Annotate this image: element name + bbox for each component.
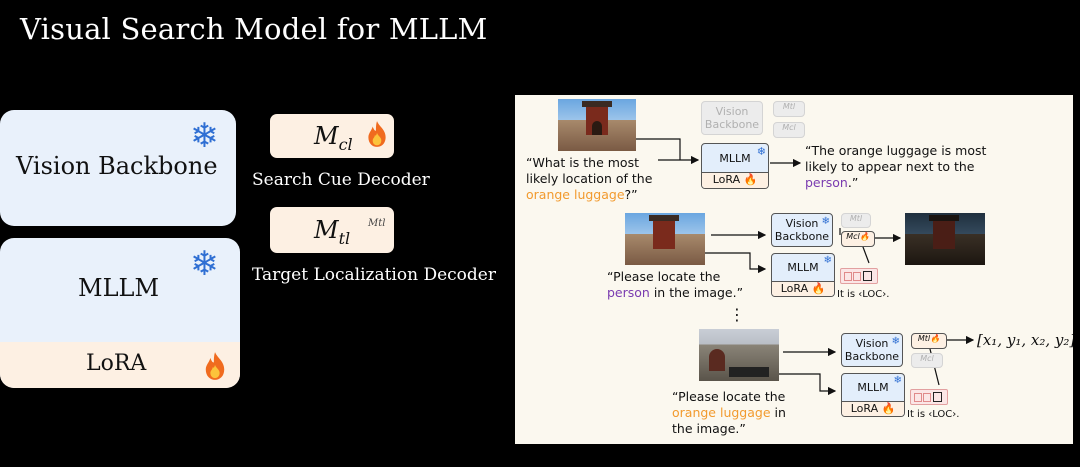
- lora-label: LoRA: [86, 351, 147, 376]
- lora-strip: LoRA 🔥: [842, 401, 904, 416]
- scene-photo-1: [558, 99, 636, 151]
- search-cue-decoder-block: Mcl: [270, 114, 394, 158]
- question-1: “What is the most likely location of the…: [526, 155, 653, 202]
- question-2: “Please locate the person in the image.”: [607, 269, 744, 300]
- answer-1: “The orange luggage is most likely to ap…: [805, 143, 987, 190]
- continuation-dots: ⋮: [729, 305, 745, 324]
- snowflake-icon: ❄: [190, 244, 219, 284]
- target-localization-decoder-block: Mtl Mtl: [270, 207, 394, 253]
- loc-text-3: It is ‹LOC›.: [907, 409, 960, 420]
- bbox-coordinates: [x₁, y₁, x₂, y₂]: [977, 331, 1073, 349]
- fire-icon: [205, 352, 225, 380]
- ghost-mcl-3: Mcl: [911, 353, 943, 368]
- vision-backbone-block: Vision Backbone ❄: [0, 110, 236, 226]
- page-title: Visual Search Model for MLLM: [20, 12, 488, 46]
- fire-icon: [368, 121, 386, 147]
- lora-block: LoRA: [0, 342, 240, 388]
- mllm-module-2: MLLM ❄ LoRA 🔥: [771, 253, 835, 297]
- snowflake-icon: ❄: [823, 255, 832, 266]
- snowflake-icon: ❄: [893, 375, 902, 386]
- lora-strip: LoRA 🔥: [772, 281, 834, 296]
- snowflake-icon: ❄: [756, 145, 766, 158]
- snowflake-icon: ❄: [190, 116, 219, 156]
- tl-decoder-mark: Mtl: [368, 218, 386, 229]
- ghost-mtl-2: Mtl: [841, 213, 871, 228]
- loc-text-2: It is ‹LOC›.: [837, 289, 890, 300]
- mcl-module-2: Mcl🔥: [841, 231, 875, 247]
- mtl-module-3: Mtl🔥: [911, 333, 947, 349]
- loc-tokens-2: [840, 268, 878, 284]
- mllm-block: MLLM ❄ LoRA: [0, 238, 240, 388]
- question-3: “Please locate the orange luggage in the…: [672, 389, 786, 436]
- scene-photo-3: [699, 329, 779, 381]
- ghost-mtl: Mtl: [773, 101, 805, 117]
- lora-strip: LoRA 🔥: [702, 172, 768, 188]
- mllm-module-3: MLLM ❄ LoRA 🔥: [841, 373, 905, 417]
- vision-backbone-label: Vision Backbone: [16, 152, 218, 180]
- pipeline-arrows: [612, 138, 975, 396]
- mllm-module-1: MLLM ❄ LoRA 🔥: [701, 143, 769, 189]
- tl-decoder-symbol: Mtl: [314, 216, 351, 248]
- scene-photo-dark: [905, 213, 985, 265]
- cue-decoder-symbol: Mcl: [314, 122, 353, 154]
- search-cue-decoder-label: Search Cue Decoder: [252, 170, 430, 190]
- scene-photo-2: [625, 213, 705, 265]
- loc-tokens-3: [910, 389, 948, 405]
- mllm-label: MLLM: [78, 274, 160, 302]
- ghost-mcl: Mcl: [773, 122, 805, 138]
- target-localization-decoder-label: Target Localization Decoder: [252, 265, 496, 285]
- snowflake-icon: ❄: [891, 336, 900, 347]
- snowflake-icon: ❄: [821, 216, 830, 227]
